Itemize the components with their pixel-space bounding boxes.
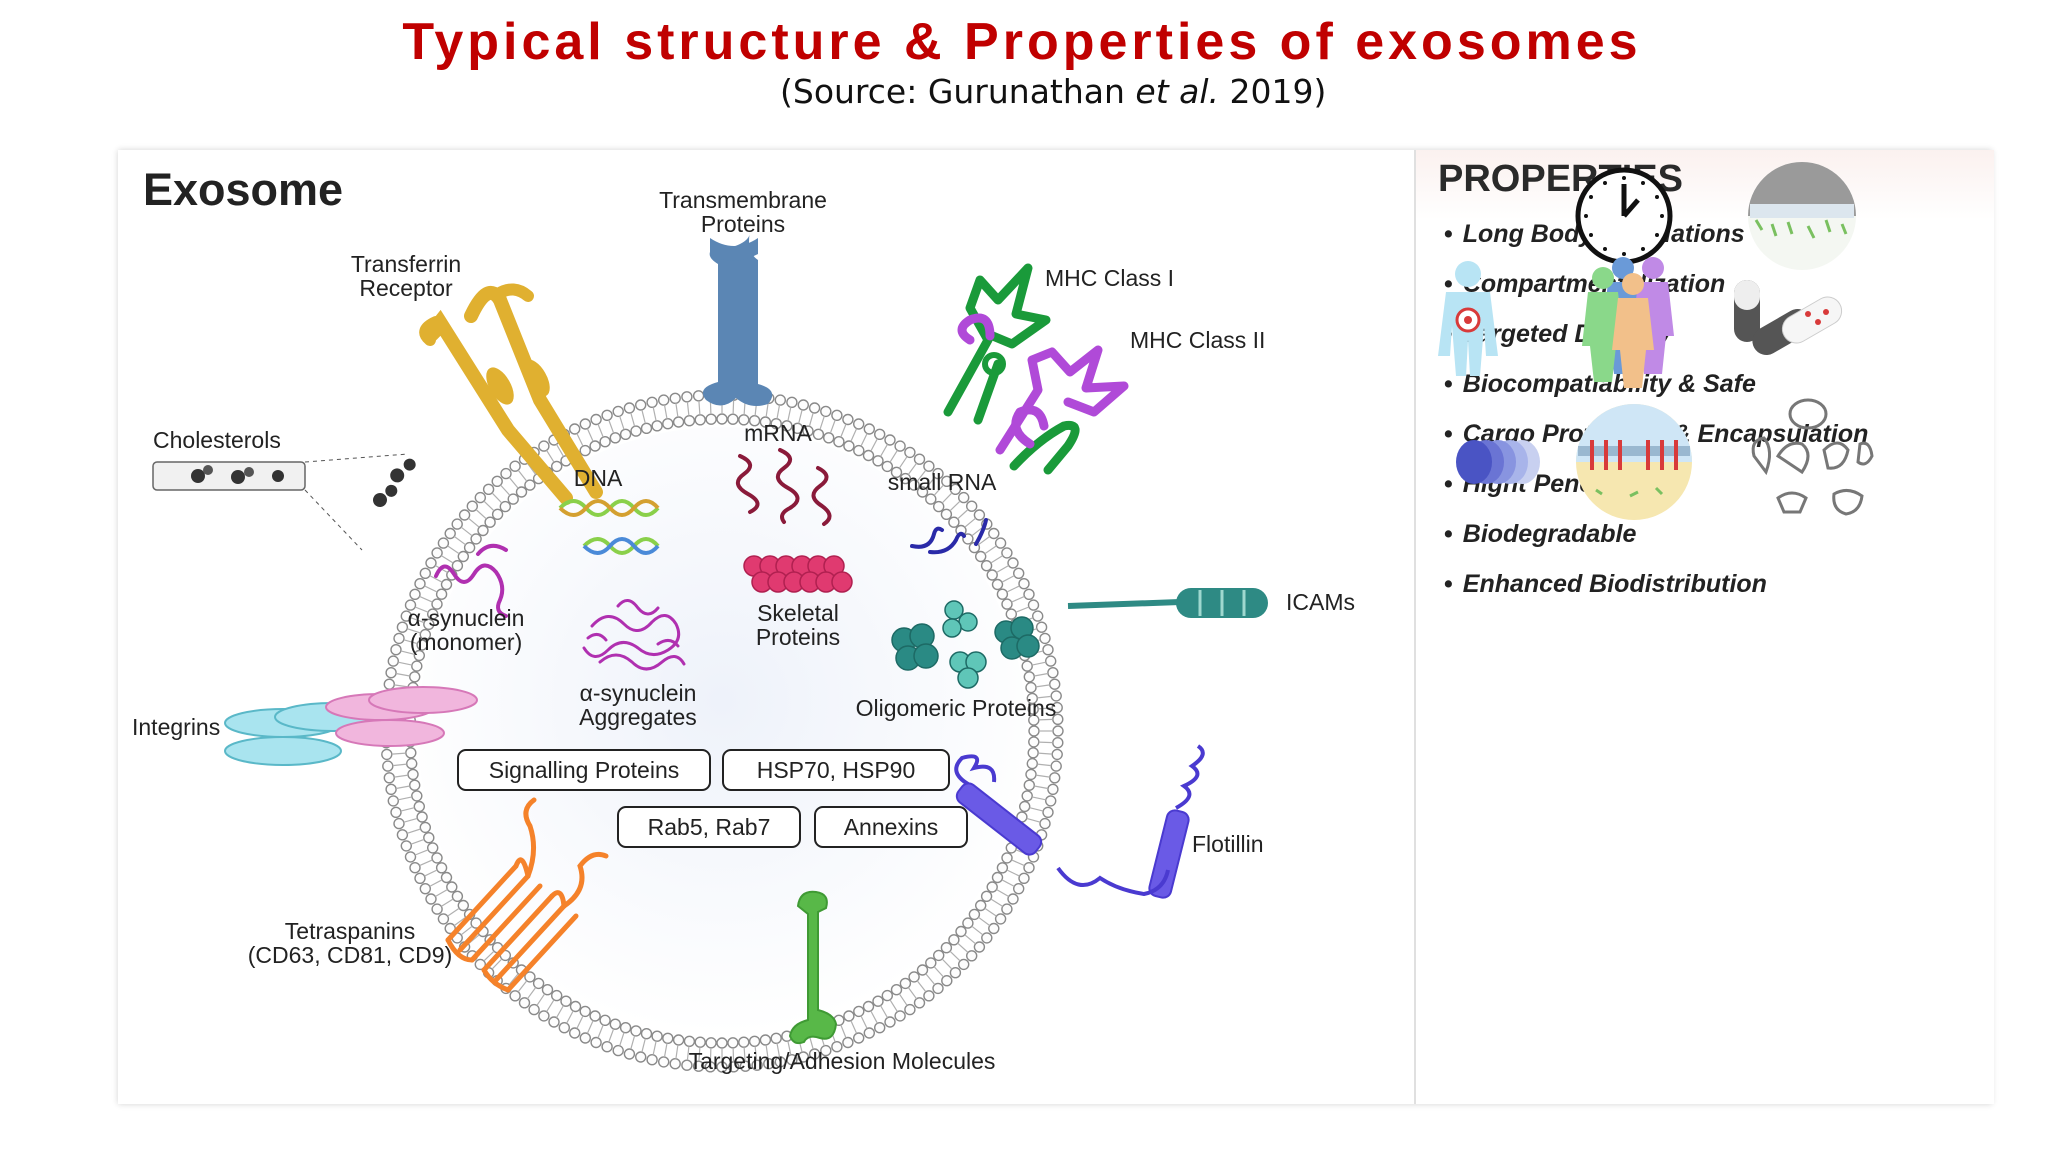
label-flotillin: Flotillin [1192,831,1264,857]
label-annexins: Annexins [844,814,939,840]
source-citation: (Source: Gurunathan et al. 2019) [780,72,1326,111]
slide-title: Typical structure & Properties of exosom… [0,12,2048,72]
inset-line-bottom [304,489,363,551]
label-rab: Rab5, Rab7 [648,814,771,840]
label-signalling: Signalling Proteins [489,757,680,783]
dna-helices [558,499,660,555]
properties-panel: PROPERTIES Long Body Circulations Compar… [1414,150,1994,1104]
capsule-icon [1734,280,1843,355]
label-syn-agg-2: Aggregates [579,704,697,730]
label-skeletal-1: Skeletal [757,600,839,626]
transmembrane-shape [702,232,773,406]
box-annexins [814,806,968,848]
cholesterol-bar [152,461,306,491]
cargo-boxes: Signalling Proteins HSP70, HSP90 Rab5, R… [457,749,968,848]
organs-icon [1751,398,1874,516]
flotillin [954,744,1205,899]
transmembrane-protein [702,232,773,406]
cholesterol-molecules [191,465,284,484]
source-suffix: 2019) [1219,72,1327,111]
mhc-class-1 [943,263,1051,425]
label-integrins: Integrins [132,714,220,740]
oligomeric-proteins [891,600,1040,689]
icam-protein [1067,588,1268,618]
label-dna: DNA [574,465,623,491]
label-mhc2: MHC Class II [1130,327,1265,353]
membrane-sphere-icon [1748,162,1856,270]
penetration-sphere-icon [1576,404,1692,520]
integrins [224,686,478,766]
label-syn-mono-1: α-synuclein [408,605,525,631]
clock-icon [1575,167,1673,265]
cylinder-blur-icon [1456,440,1540,484]
exosome-figure: Exosome Cholesterols Transmembrane Prote… [118,150,1994,1104]
box-rab [617,806,801,848]
property-icons [1438,162,1874,520]
label-icams: ICAMs [1286,589,1355,615]
small-rna [910,518,988,555]
box-hsp [722,749,950,791]
membrane-cholesterol-patch [373,458,416,507]
label-oligomeric: Oligomeric Proteins [856,695,1057,721]
label-targeting: Targeting/Adhesion Molecules [689,1048,996,1074]
source-italic: et al. [1135,72,1220,111]
transferrin-arm-right [464,285,603,499]
mhc-class-2 [995,345,1129,475]
target-body-icon [1438,261,1498,376]
property-item: Enhanced Biodistribution [1444,570,1868,620]
inset-line-top [304,453,409,463]
box-signalling [457,749,711,791]
tetraspanins [445,797,609,993]
label-syn-agg-1: α-synuclein [580,680,697,706]
label-syn-mono-2: (monomer) [410,629,522,655]
cholesterol-inset [152,453,416,551]
label-tetraspanins-2: (CD63, CD81, CD9) [248,942,453,968]
exosome-heading: Exosome [143,164,343,215]
targeting-molecule [788,890,838,1045]
alpha-synuclein-monomer [434,543,508,618]
label-tetraspanins-1: Tetraspanins [285,918,415,944]
alpha-synuclein-aggregates [582,599,686,671]
vesicle-core [418,427,1026,1035]
label-mrna: mRNA [744,420,812,446]
label-mhc1: MHC Class I [1045,265,1174,291]
property-item: Biodegradable [1444,520,1868,570]
people-group-icon [1582,257,1674,388]
label-skeletal-2: Proteins [756,624,840,650]
transferrin-receptor [419,283,603,505]
label-transmembrane-2: Proteins [701,211,785,237]
label-transmembrane-1: Transmembrane [659,187,827,213]
label-hsp: HSP70, HSP90 [757,757,916,783]
label-transferrin-2: Receptor [359,275,453,301]
slide-title-text: Typical structure & Properties of exosom… [402,13,1642,71]
exosome-diagram: Exosome Cholesterols Transmembrane Prote… [132,164,1355,1074]
mrna-strands [736,448,832,526]
source-prefix: (Source: Gurunathan [780,72,1136,111]
label-cholesterols: Cholesterols [153,427,281,453]
skeletal-proteins [743,555,853,593]
label-transferrin-1: Transferrin [351,251,461,277]
label-small-rna: small RNA [888,469,997,495]
